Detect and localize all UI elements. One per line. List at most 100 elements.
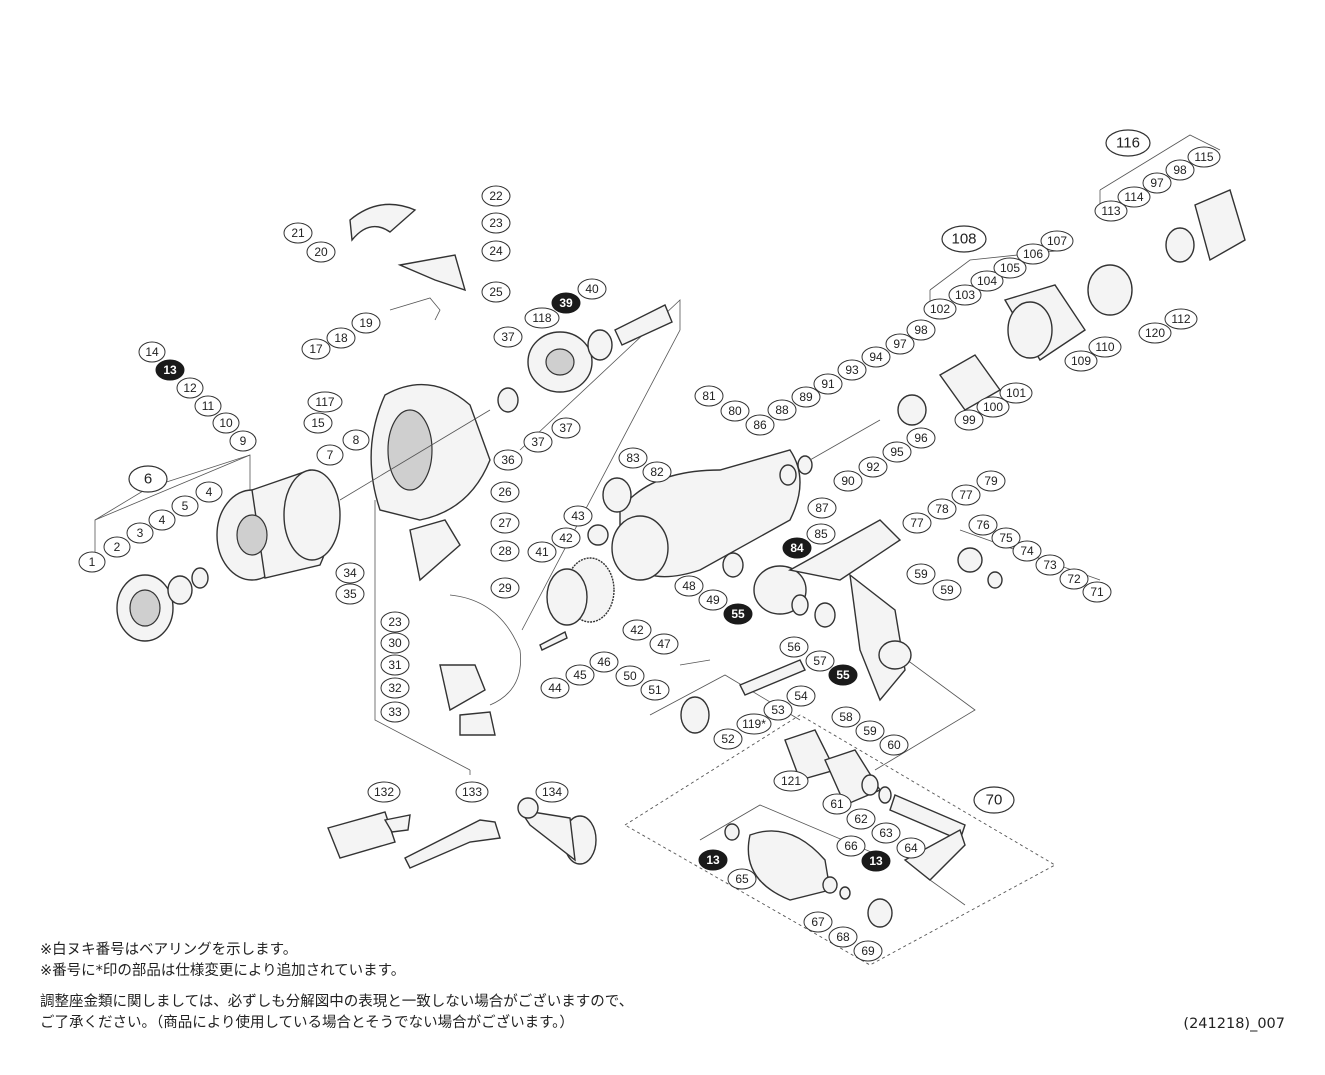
callout-37b[interactable]: 37 — [523, 431, 553, 453]
callout-100[interactable]: 100 — [976, 396, 1010, 418]
callout-20[interactable]: 20 — [306, 241, 336, 263]
callout-66[interactable]: 66 — [836, 835, 866, 857]
callout-48[interactable]: 48 — [674, 575, 704, 597]
callout-39[interactable]: 39 — [551, 292, 581, 314]
callout-78[interactable]: 78 — [927, 498, 957, 520]
callout-76[interactable]: 76 — [968, 514, 998, 536]
callout-98a[interactable]: 98 — [906, 319, 936, 341]
callout-71[interactable]: 71 — [1082, 581, 1112, 603]
callout-80[interactable]: 80 — [720, 400, 750, 422]
callout-27[interactable]: 27 — [490, 512, 520, 534]
callout-54[interactable]: 54 — [786, 685, 816, 707]
callout-59b[interactable]: 59 — [932, 579, 962, 601]
callout-52[interactable]: 52 — [713, 728, 743, 750]
callout-91[interactable]: 91 — [813, 373, 843, 395]
callout-95[interactable]: 95 — [882, 441, 912, 463]
callout-43[interactable]: 43 — [563, 505, 593, 527]
callout-34[interactable]: 34 — [335, 562, 365, 584]
callout-55b[interactable]: 55 — [828, 664, 858, 686]
callout-112[interactable]: 112 — [1164, 308, 1198, 330]
callout-99[interactable]: 99 — [954, 409, 984, 431]
callout-42a[interactable]: 42 — [551, 527, 581, 549]
callout-9[interactable]: 9 — [229, 430, 257, 452]
callout-49[interactable]: 49 — [698, 589, 728, 611]
callout-36[interactable]: 36 — [493, 449, 523, 471]
callout-14[interactable]: 14 — [138, 341, 166, 363]
callout-97b[interactable]: 97 — [1142, 172, 1172, 194]
callout-62[interactable]: 62 — [846, 808, 876, 830]
callout-89[interactable]: 89 — [791, 386, 821, 408]
callout-5[interactable]: 5 — [171, 495, 199, 517]
callout-19[interactable]: 19 — [351, 312, 381, 334]
callout-4a[interactable]: 4 — [148, 509, 176, 531]
callout-12[interactable]: 12 — [176, 377, 204, 399]
callout-132[interactable]: 132 — [367, 781, 401, 803]
callout-79[interactable]: 79 — [976, 470, 1006, 492]
callout-81[interactable]: 81 — [694, 385, 724, 407]
callout-64[interactable]: 64 — [896, 837, 926, 859]
callout-98b[interactable]: 98 — [1165, 159, 1195, 181]
callout-10[interactable]: 10 — [212, 412, 240, 434]
callout-134[interactable]: 134 — [535, 781, 569, 803]
callout-13c[interactable]: 13 — [861, 850, 891, 872]
callout-115[interactable]: 115 — [1187, 146, 1221, 168]
callout-23b[interactable]: 23 — [380, 611, 410, 633]
callout-119[interactable]: 119* — [736, 713, 772, 735]
callout-13a[interactable]: 13 — [155, 359, 185, 381]
callout-86[interactable]: 86 — [745, 414, 775, 436]
callout-110[interactable]: 110 — [1088, 336, 1122, 358]
callout-6[interactable]: 6 — [128, 465, 168, 493]
callout-113[interactable]: 113 — [1094, 200, 1128, 222]
callout-85[interactable]: 85 — [806, 523, 836, 545]
callout-58[interactable]: 58 — [831, 706, 861, 728]
callout-69[interactable]: 69 — [853, 940, 883, 962]
callout-74[interactable]: 74 — [1012, 540, 1042, 562]
callout-103[interactable]: 103 — [948, 284, 982, 306]
callout-96[interactable]: 96 — [906, 427, 936, 449]
callout-90[interactable]: 90 — [833, 470, 863, 492]
callout-77a[interactable]: 77 — [951, 484, 981, 506]
callout-2[interactable]: 2 — [103, 536, 131, 558]
callout-88[interactable]: 88 — [767, 399, 797, 421]
callout-40[interactable]: 40 — [577, 278, 607, 300]
callout-107[interactable]: 107 — [1040, 230, 1074, 252]
callout-11[interactable]: 11 — [194, 395, 222, 417]
callout-50[interactable]: 50 — [615, 665, 645, 687]
callout-61[interactable]: 61 — [822, 793, 852, 815]
callout-32[interactable]: 32 — [380, 677, 410, 699]
callout-21[interactable]: 21 — [283, 222, 313, 244]
callout-68[interactable]: 68 — [828, 926, 858, 948]
callout-1[interactable]: 1 — [78, 551, 106, 573]
callout-31[interactable]: 31 — [380, 654, 410, 676]
callout-23a[interactable]: 23 — [481, 212, 511, 234]
callout-3[interactable]: 3 — [126, 522, 154, 544]
callout-109[interactable]: 109 — [1064, 350, 1098, 372]
callout-104[interactable]: 104 — [970, 270, 1004, 292]
callout-4b[interactable]: 4 — [195, 481, 223, 503]
callout-92[interactable]: 92 — [858, 456, 888, 478]
callout-75[interactable]: 75 — [991, 527, 1021, 549]
callout-102[interactable]: 102 — [923, 298, 957, 320]
callout-29[interactable]: 29 — [490, 577, 520, 599]
callout-72[interactable]: 72 — [1059, 568, 1089, 590]
callout-60[interactable]: 60 — [879, 734, 909, 756]
callout-44[interactable]: 44 — [540, 677, 570, 699]
callout-121[interactable]: 121 — [773, 770, 809, 792]
callout-8[interactable]: 8 — [342, 429, 370, 451]
callout-65[interactable]: 65 — [727, 868, 757, 890]
callout-101[interactable]: 101 — [999, 382, 1033, 404]
callout-118[interactable]: 118 — [524, 307, 560, 329]
callout-116[interactable]: 116 — [1105, 129, 1151, 157]
callout-47[interactable]: 47 — [649, 633, 679, 655]
callout-46[interactable]: 46 — [589, 651, 619, 673]
callout-108[interactable]: 108 — [941, 225, 987, 253]
callout-73[interactable]: 73 — [1035, 554, 1065, 576]
callout-59a[interactable]: 59 — [906, 563, 936, 585]
callout-67[interactable]: 67 — [803, 911, 833, 933]
callout-24[interactable]: 24 — [481, 240, 511, 262]
callout-35[interactable]: 35 — [335, 583, 365, 605]
callout-45[interactable]: 45 — [565, 664, 595, 686]
callout-105[interactable]: 105 — [993, 257, 1027, 279]
callout-94[interactable]: 94 — [861, 346, 891, 368]
callout-56[interactable]: 56 — [779, 636, 809, 658]
